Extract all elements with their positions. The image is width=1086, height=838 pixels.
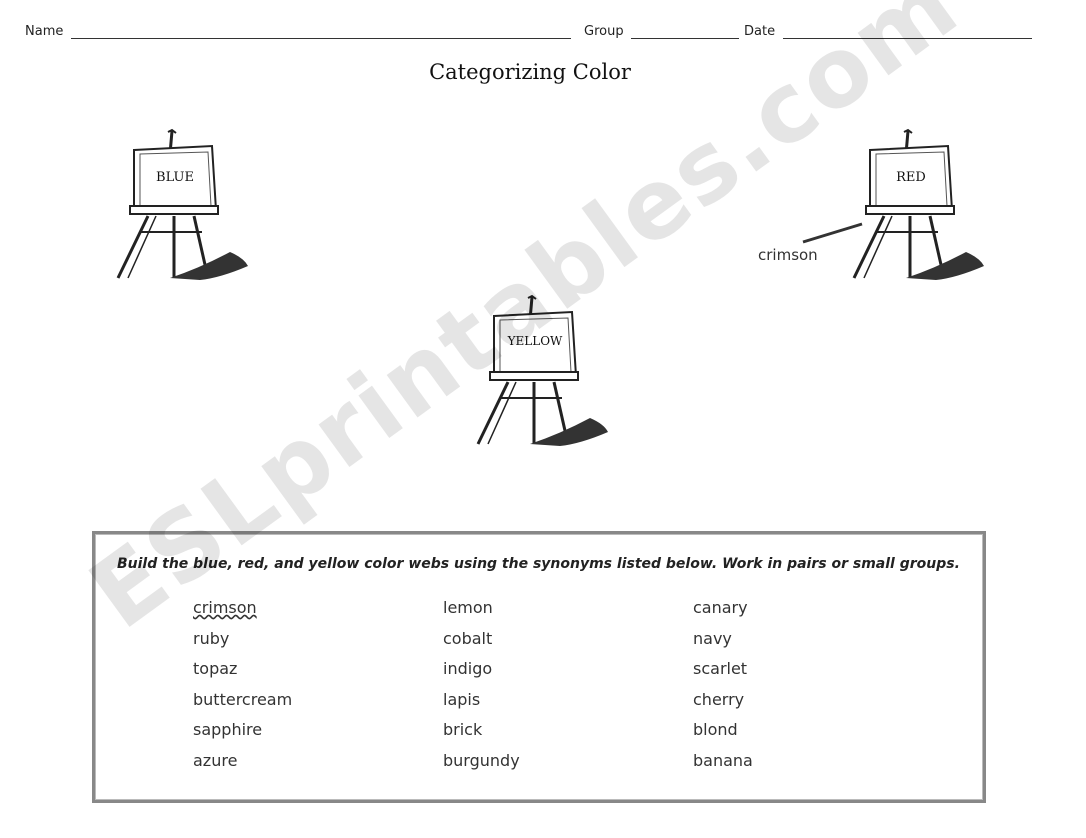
group-blank[interactable]: [631, 38, 739, 39]
name-blank[interactable]: [71, 38, 571, 39]
name-label: Name: [25, 24, 64, 39]
easel-yellow: YELLOW: [470, 294, 610, 454]
worksheet-header: Name Group Date: [25, 24, 1035, 42]
word-item: cobalt: [443, 628, 493, 648]
synonym-box: Build the blue, red, and yellow color we…: [92, 531, 986, 803]
date-blank[interactable]: [783, 38, 1032, 39]
word-item: lapis: [443, 689, 481, 709]
word-item: navy: [693, 628, 732, 648]
word-item: banana: [693, 750, 753, 770]
date-label: Date: [744, 24, 776, 39]
word-column-3: canary navy scarlet cherry blond banana: [693, 598, 893, 782]
easel-label-yellow: YELLOW: [507, 334, 563, 348]
word-item: cherry: [693, 689, 745, 709]
easel-icon: [852, 128, 984, 280]
easel-label-red: RED: [896, 170, 926, 185]
easel-label-blue: BLUE: [156, 170, 194, 185]
word-item: buttercream: [193, 689, 293, 709]
word-item: brick: [443, 720, 483, 740]
word-item: canary: [693, 598, 748, 617]
word-item: burgundy: [443, 750, 520, 770]
word-column-2: lemon cobalt indigo lapis brick burgundy: [443, 598, 643, 782]
word-item: azure: [193, 750, 238, 770]
word-item: ruby: [193, 628, 230, 648]
word-item: indigo: [443, 659, 493, 679]
word-column-1: crimson ruby topaz buttercream sapphire …: [193, 598, 393, 782]
worksheet-title: Categorizing Color: [429, 60, 631, 84]
annotation-crimson: crimson: [758, 246, 818, 264]
easel-blue: BLUE: [110, 128, 250, 288]
word-item: blond: [693, 720, 738, 740]
word-item: topaz: [193, 659, 238, 679]
easel-icon: [476, 294, 608, 446]
group-label: Group: [584, 24, 624, 39]
word-item: crimson: [193, 598, 257, 617]
easel-icon: [116, 128, 248, 280]
word-item: scarlet: [693, 659, 748, 679]
word-item: lemon: [443, 598, 493, 617]
instructions-text: Build the blue, red, and yellow color we…: [117, 556, 960, 572]
word-item: sapphire: [193, 720, 263, 740]
easel-red: RED: [846, 128, 986, 288]
